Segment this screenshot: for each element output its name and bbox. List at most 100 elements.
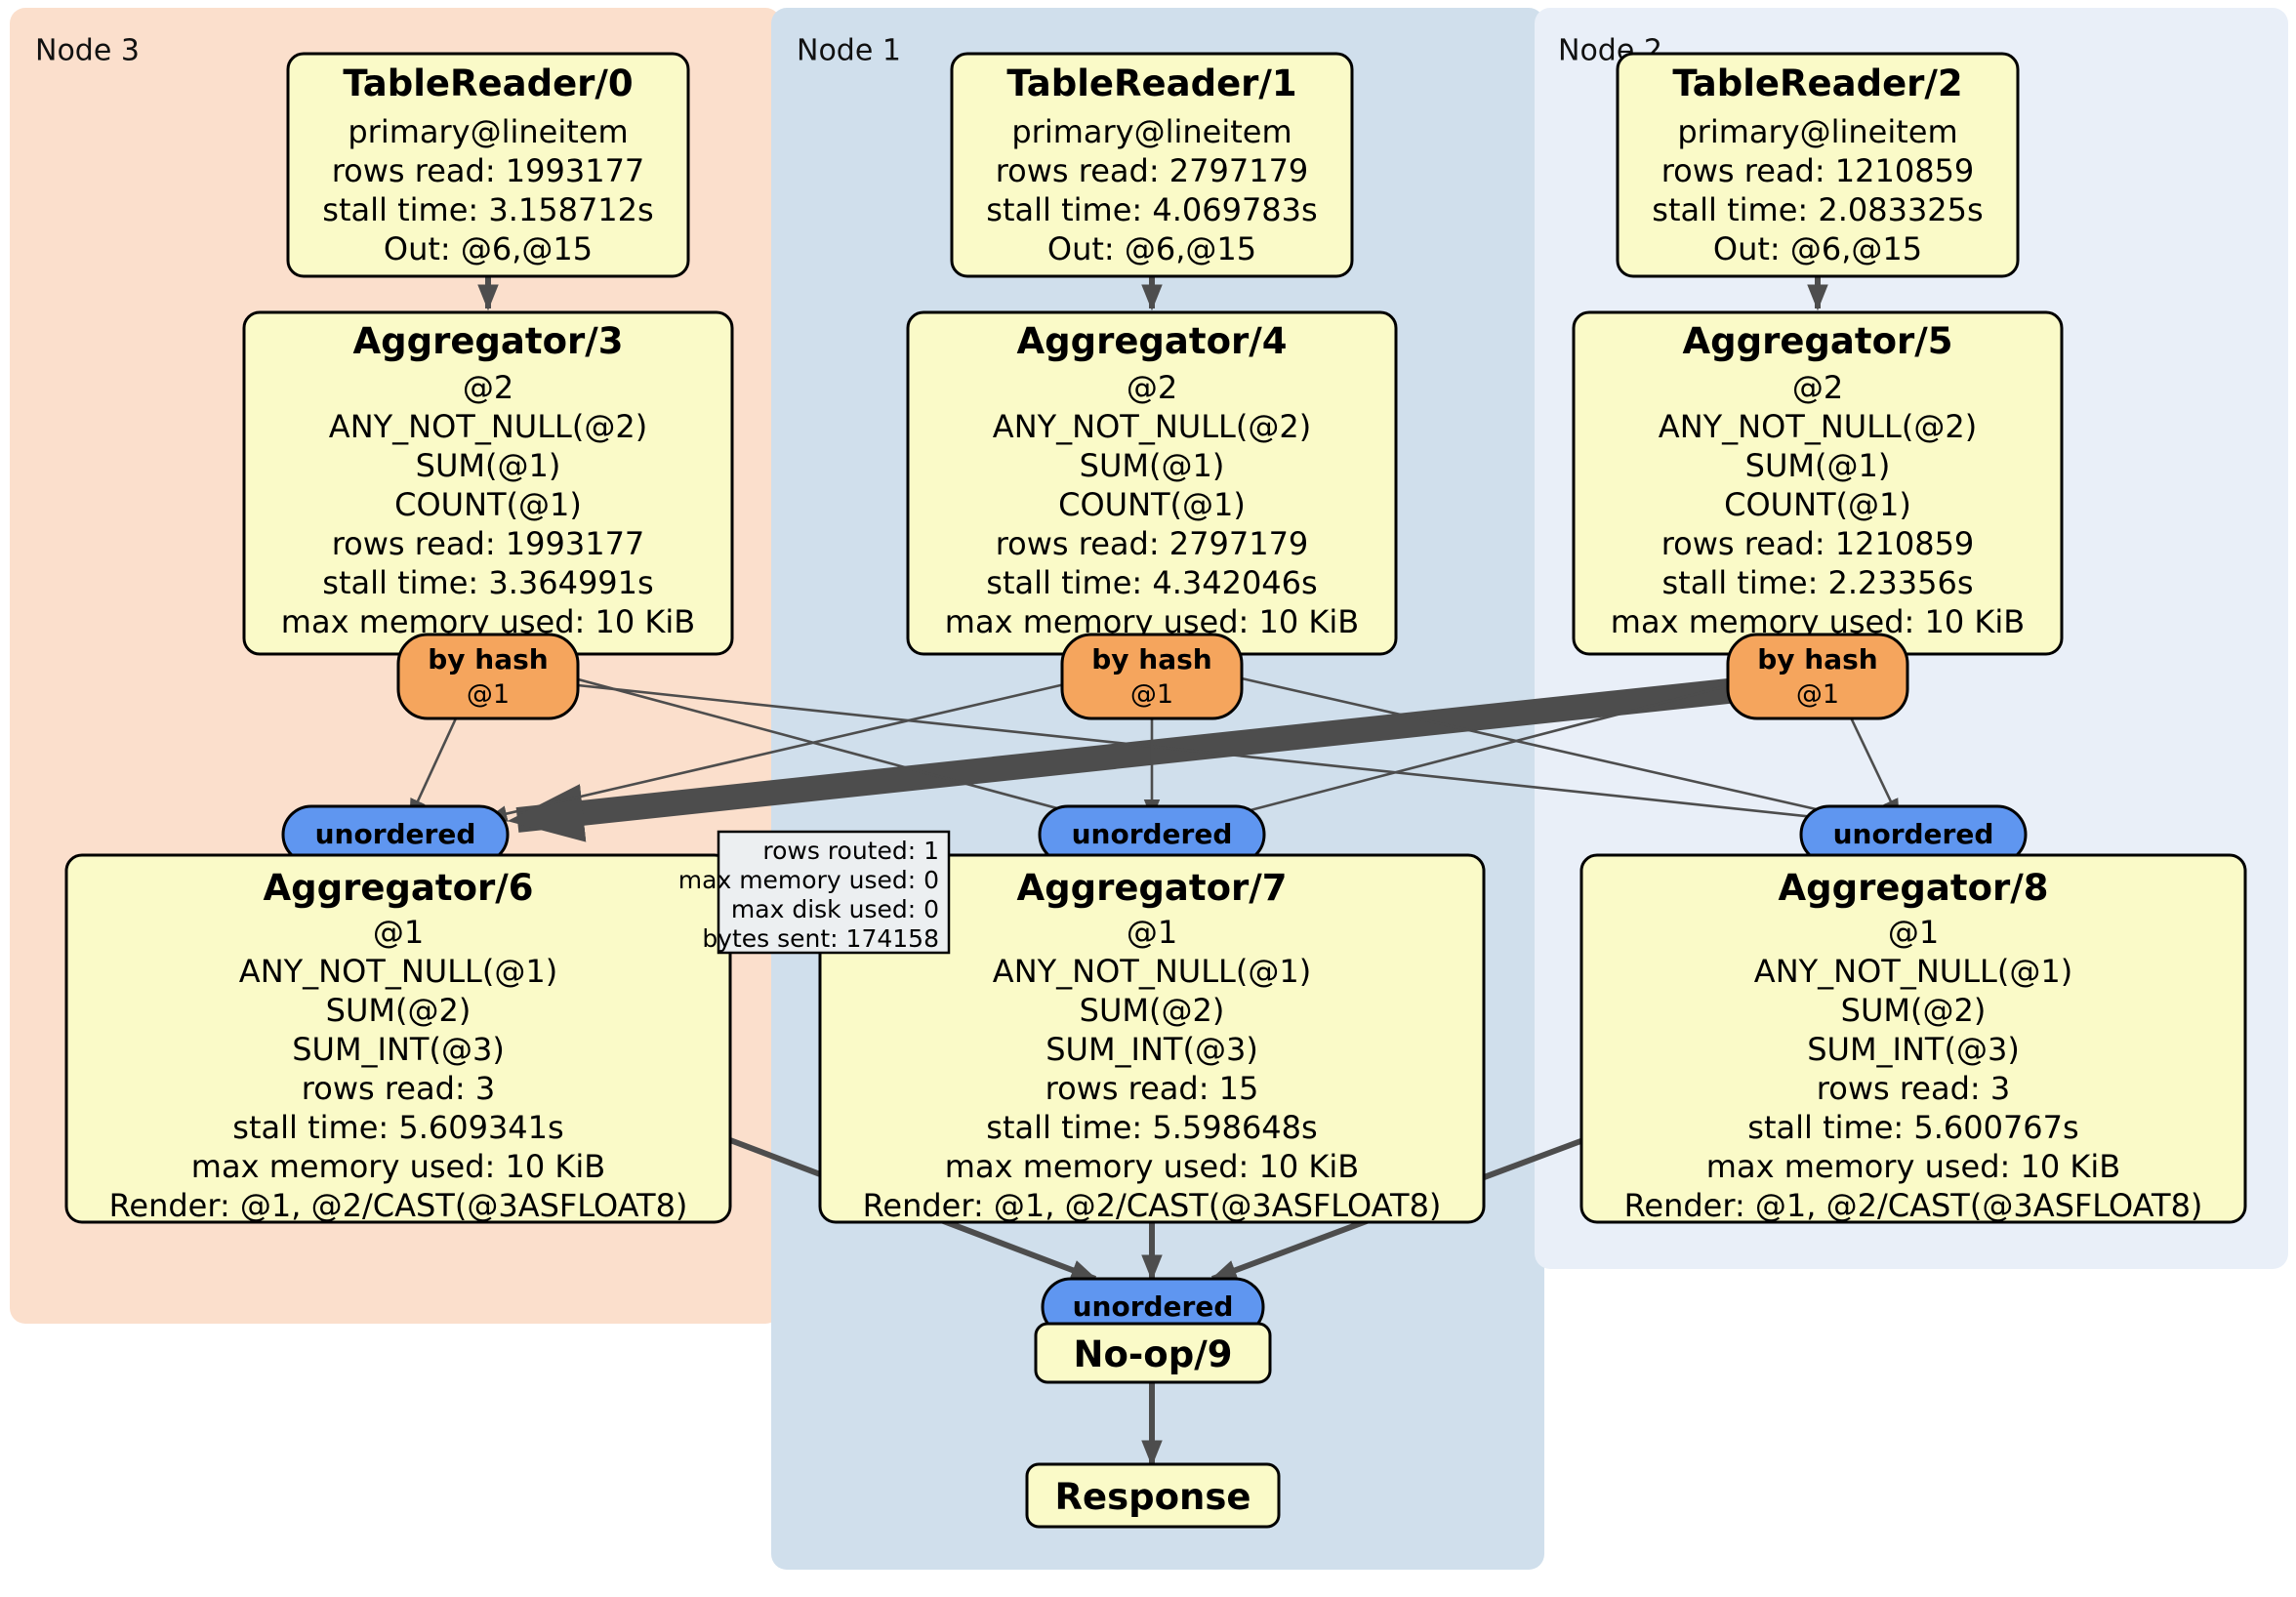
table-reader-title: TableReader/1 [1006,62,1296,104]
hash-router-node[interactable]: by hash @1 [1726,633,1909,720]
table-reader-line: stall time: 2.083325s [1652,191,1983,228]
aggregator-line: stall time: 5.600767s [1747,1109,2078,1146]
response-node[interactable]: Response [1025,1462,1281,1529]
aggregator-line: stall time: 5.609341s [232,1109,563,1146]
table-reader-title: TableReader/0 [343,62,633,104]
aggregator-line: max memory used: 10 KiB [945,1148,1359,1185]
edge-hash1-to-sync2 [1219,672,1857,822]
aggregator-line: rows read: 15 [1046,1070,1259,1107]
edge-hash2-to-sync3-heavy [507,671,1803,842]
synchronizer-node[interactable]: unordered [1799,804,2028,865]
aggregator-line: SUM(@2) [1080,992,1225,1029]
tooltip-line: max disk used: 0 [731,895,939,923]
table-reader-node[interactable]: TableReader/1 primary@lineitem rows read… [950,52,1354,278]
aggregator-line: rows read: 1993177 [332,525,645,562]
aggregator-line: SUM(@1) [1745,447,1891,484]
aggregator-line: ANY_NOT_NULL(@1) [239,953,557,990]
edge-hash3-to-sync1 [555,672,1095,822]
aggregator-line: COUNT(@1) [394,486,582,523]
table-reader-line: rows read: 2797179 [996,152,1309,189]
aggregator-title: Aggregator/4 [1016,320,1287,362]
table-reader-title: TableReader/2 [1672,62,1962,104]
table-reader-line: rows read: 1993177 [332,152,645,189]
noop-title: No-op/9 [1074,1333,1233,1375]
noop-node[interactable]: No-op/9 [1034,1322,1272,1384]
aggregator-line: rows read: 3 [302,1070,495,1107]
aggregator-line: stall time: 5.598648s [986,1109,1317,1146]
table-reader-node[interactable]: TableReader/2 primary@lineitem rows read… [1616,52,2020,278]
panel-node1-label: Node 1 [797,34,901,68]
edge-stats-tooltip: rows routed: 1 max memory used: 0 max di… [678,830,951,955]
edge-tablereader-to-aggregator-group [477,275,1828,311]
synchronizer-label: unordered [1833,818,1994,850]
final-synchronizer-node[interactable]: unordered [1041,1277,1265,1337]
hash-router-column: @1 [1796,679,1839,710]
synchronizer-node[interactable]: unordered [281,804,510,865]
aggregator-line: stall time: 4.342046s [986,564,1317,601]
hash-router-column: @1 [1130,679,1173,710]
table-reader-line: rows read: 1210859 [1661,152,1975,189]
hash-router-label: by hash [1757,643,1877,676]
table-reader-line: primary@lineitem [1677,113,1957,150]
aggregator-line: stall time: 3.364991s [322,564,653,601]
aggregator-line: @1 [1127,914,1177,951]
aggregator-title: Aggregator/7 [1016,867,1287,909]
aggregator-line: @2 [463,369,513,406]
hash-router-node[interactable]: by hash @1 [396,633,580,720]
synchronizer-node[interactable]: unordered [1038,804,1266,865]
synchronizer-label: unordered [315,818,476,850]
aggregator-line: COUNT(@1) [1058,486,1246,523]
aggregator-line: @1 [373,914,424,951]
tooltip-line: bytes sent: 174158 [702,924,939,953]
aggregator-stage1-node[interactable]: Aggregator/3 @2 ANY_NOT_NULL(@2) SUM(@1)… [242,310,734,656]
aggregator-line: ANY_NOT_NULL(@2) [993,408,1311,445]
aggregator-line: max memory used: 10 KiB [191,1148,605,1185]
hash-router-column: @1 [467,679,510,710]
aggregator-title: Aggregator/3 [352,320,623,362]
aggregator-line: SUM(@2) [1841,992,1987,1029]
aggregator-line: SUM(@2) [326,992,472,1029]
aggregator-render-line: Render: @1, @2/CAST(@3ASFLOAT8) [1624,1187,2203,1224]
table-reader-line: Out: @6,@15 [1713,230,1922,267]
aggregator-line: SUM_INT(@3) [1046,1031,1258,1068]
panel-node3-label: Node 3 [35,34,140,68]
aggregator-line: rows read: 1210859 [1661,525,1975,562]
aggregator-line: COUNT(@1) [1724,486,1911,523]
table-reader-node[interactable]: TableReader/0 primary@lineitem rows read… [286,52,690,278]
aggregator-stage1-node[interactable]: Aggregator/4 @2 ANY_NOT_NULL(@2) SUM(@1)… [906,310,1398,656]
aggregator-title: Aggregator/6 [263,867,533,909]
table-reader-line: Out: @6,@15 [1047,230,1256,267]
aggregator-line: SUM_INT(@3) [1807,1031,2020,1068]
final-synchronizer-label: unordered [1073,1290,1234,1323]
edge-hash1-to-sync3 [486,672,1112,822]
aggregator-line: ANY_NOT_NULL(@1) [993,953,1311,990]
tooltip-line: rows routed: 1 [762,837,939,865]
table-reader-line: Out: @6,@15 [384,230,593,267]
table-reader-line: stall time: 3.158712s [322,191,653,228]
aggregator-line: SUM(@1) [1080,447,1225,484]
aggregator-line: ANY_NOT_NULL(@1) [1754,953,2072,990]
aggregator-stage2-node[interactable]: Aggregator/7 @1 ANY_NOT_NULL(@1) SUM(@2)… [818,853,1486,1224]
edge-hash3-to-sync2 [558,681,1871,830]
aggregator-line: ANY_NOT_NULL(@2) [1659,408,1977,445]
tooltip-line: max memory used: 0 [678,866,939,894]
response-title: Response [1055,1476,1251,1518]
hash-router-label: by hash [1091,643,1211,676]
aggregator-title: Aggregator/8 [1778,867,2048,909]
synchronizer-label: unordered [1072,818,1233,850]
aggregator-line: stall time: 2.23356s [1661,564,1973,601]
table-reader-line: primary@lineitem [348,113,628,150]
aggregator-line: max memory used: 10 KiB [1706,1148,2120,1185]
hash-router-node[interactable]: by hash @1 [1060,633,1244,720]
aggregator-line: ANY_NOT_NULL(@2) [329,408,647,445]
aggregator-line: rows read: 3 [1817,1070,2010,1107]
table-reader-line: primary@lineitem [1011,113,1292,150]
aggregator-stage1-node[interactable]: Aggregator/5 @2 ANY_NOT_NULL(@2) SUM(@1)… [1572,310,2064,656]
aggregator-line: rows read: 2797179 [996,525,1309,562]
aggregator-render-line: Render: @1, @2/CAST(@3ASFLOAT8) [109,1187,688,1224]
edge-hash2-to-sync1 [1218,672,1776,822]
aggregator-line: SUM_INT(@3) [292,1031,505,1068]
aggregator-stage2-node[interactable]: Aggregator/6 @1 ANY_NOT_NULL(@1) SUM(@2)… [64,853,732,1224]
aggregator-stage2-node[interactable]: Aggregator/8 @1 ANY_NOT_NULL(@1) SUM(@2)… [1579,853,2247,1224]
